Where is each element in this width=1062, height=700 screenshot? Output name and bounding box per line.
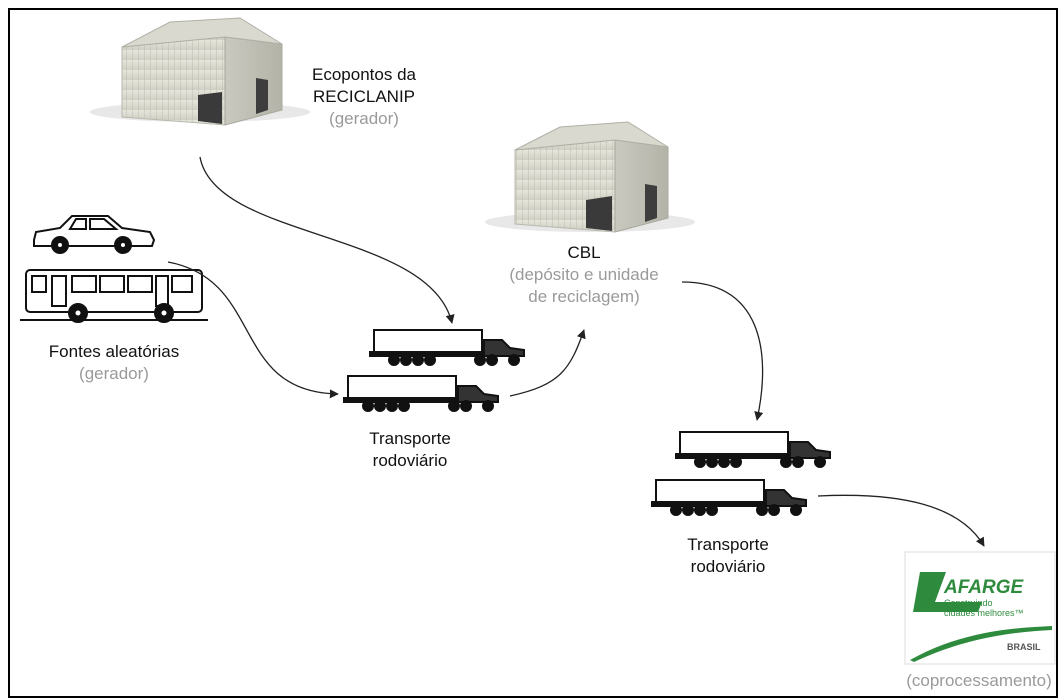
arrow-ecopontos-to-transport xyxy=(199,156,455,324)
label-lafarge-role: (coprocessamento) xyxy=(896,670,1062,692)
label-fontes: Fontes aleatórias (gerador) xyxy=(26,341,202,385)
label-transport-1: Transporte rodoviário xyxy=(350,428,470,472)
label-transport-2: Transporte rodoviário xyxy=(668,534,788,578)
arrow-cbl-to-transport xyxy=(681,281,764,421)
lafarge-brand-text: AFARGE xyxy=(943,577,1025,598)
label-ecopontos: Ecopontos da RECICLANIP (gerador) xyxy=(294,64,434,130)
lafarge-country-text: BRASIL xyxy=(1007,642,1041,652)
fontes-name: Fontes aleatórias xyxy=(48,342,180,361)
diagram-frame xyxy=(8,8,1058,698)
transport2-line1: Transporte xyxy=(687,535,769,554)
lafarge-tagline-1: Construindo xyxy=(944,598,993,608)
car-icon xyxy=(33,215,156,254)
arrow-transport-to-lafarge xyxy=(817,494,985,547)
lafarge-tagline-2: cidades melhores™ xyxy=(944,608,1024,618)
arrow-transport-to-cbl xyxy=(509,329,586,397)
arrow-fontes-to-transport xyxy=(167,261,339,399)
ecopontos-line1: Ecopontos da xyxy=(312,65,416,84)
fontes-role: (gerador) xyxy=(79,364,149,383)
warehouse-cbl-icon xyxy=(485,121,695,233)
transport2-line2: rodoviário xyxy=(690,557,766,576)
ecopontos-line2: RECICLANIP xyxy=(312,87,416,106)
ecopontos-role: (gerador) xyxy=(329,109,399,128)
transport1-line2: rodoviário xyxy=(372,451,448,470)
lafarge-logo: AFARGE Construindo cidades melhores™ BRA… xyxy=(904,551,1056,665)
label-cbl: CBL (depósito e unidade de reciclagem) xyxy=(484,242,684,308)
cbl-name: CBL xyxy=(567,243,601,262)
cbl-role-line2: de reciclagem) xyxy=(528,287,640,306)
trucks-group-2-icon xyxy=(651,431,831,516)
transport1-line1: Transporte xyxy=(369,429,451,448)
warehouse-ecopontos-icon xyxy=(90,17,310,126)
cbl-role-line1: (depósito e unidade xyxy=(509,265,659,284)
lafarge-role: (coprocessamento) xyxy=(906,671,1052,690)
bus-icon xyxy=(20,269,208,323)
trucks-group-1-icon xyxy=(343,329,525,412)
